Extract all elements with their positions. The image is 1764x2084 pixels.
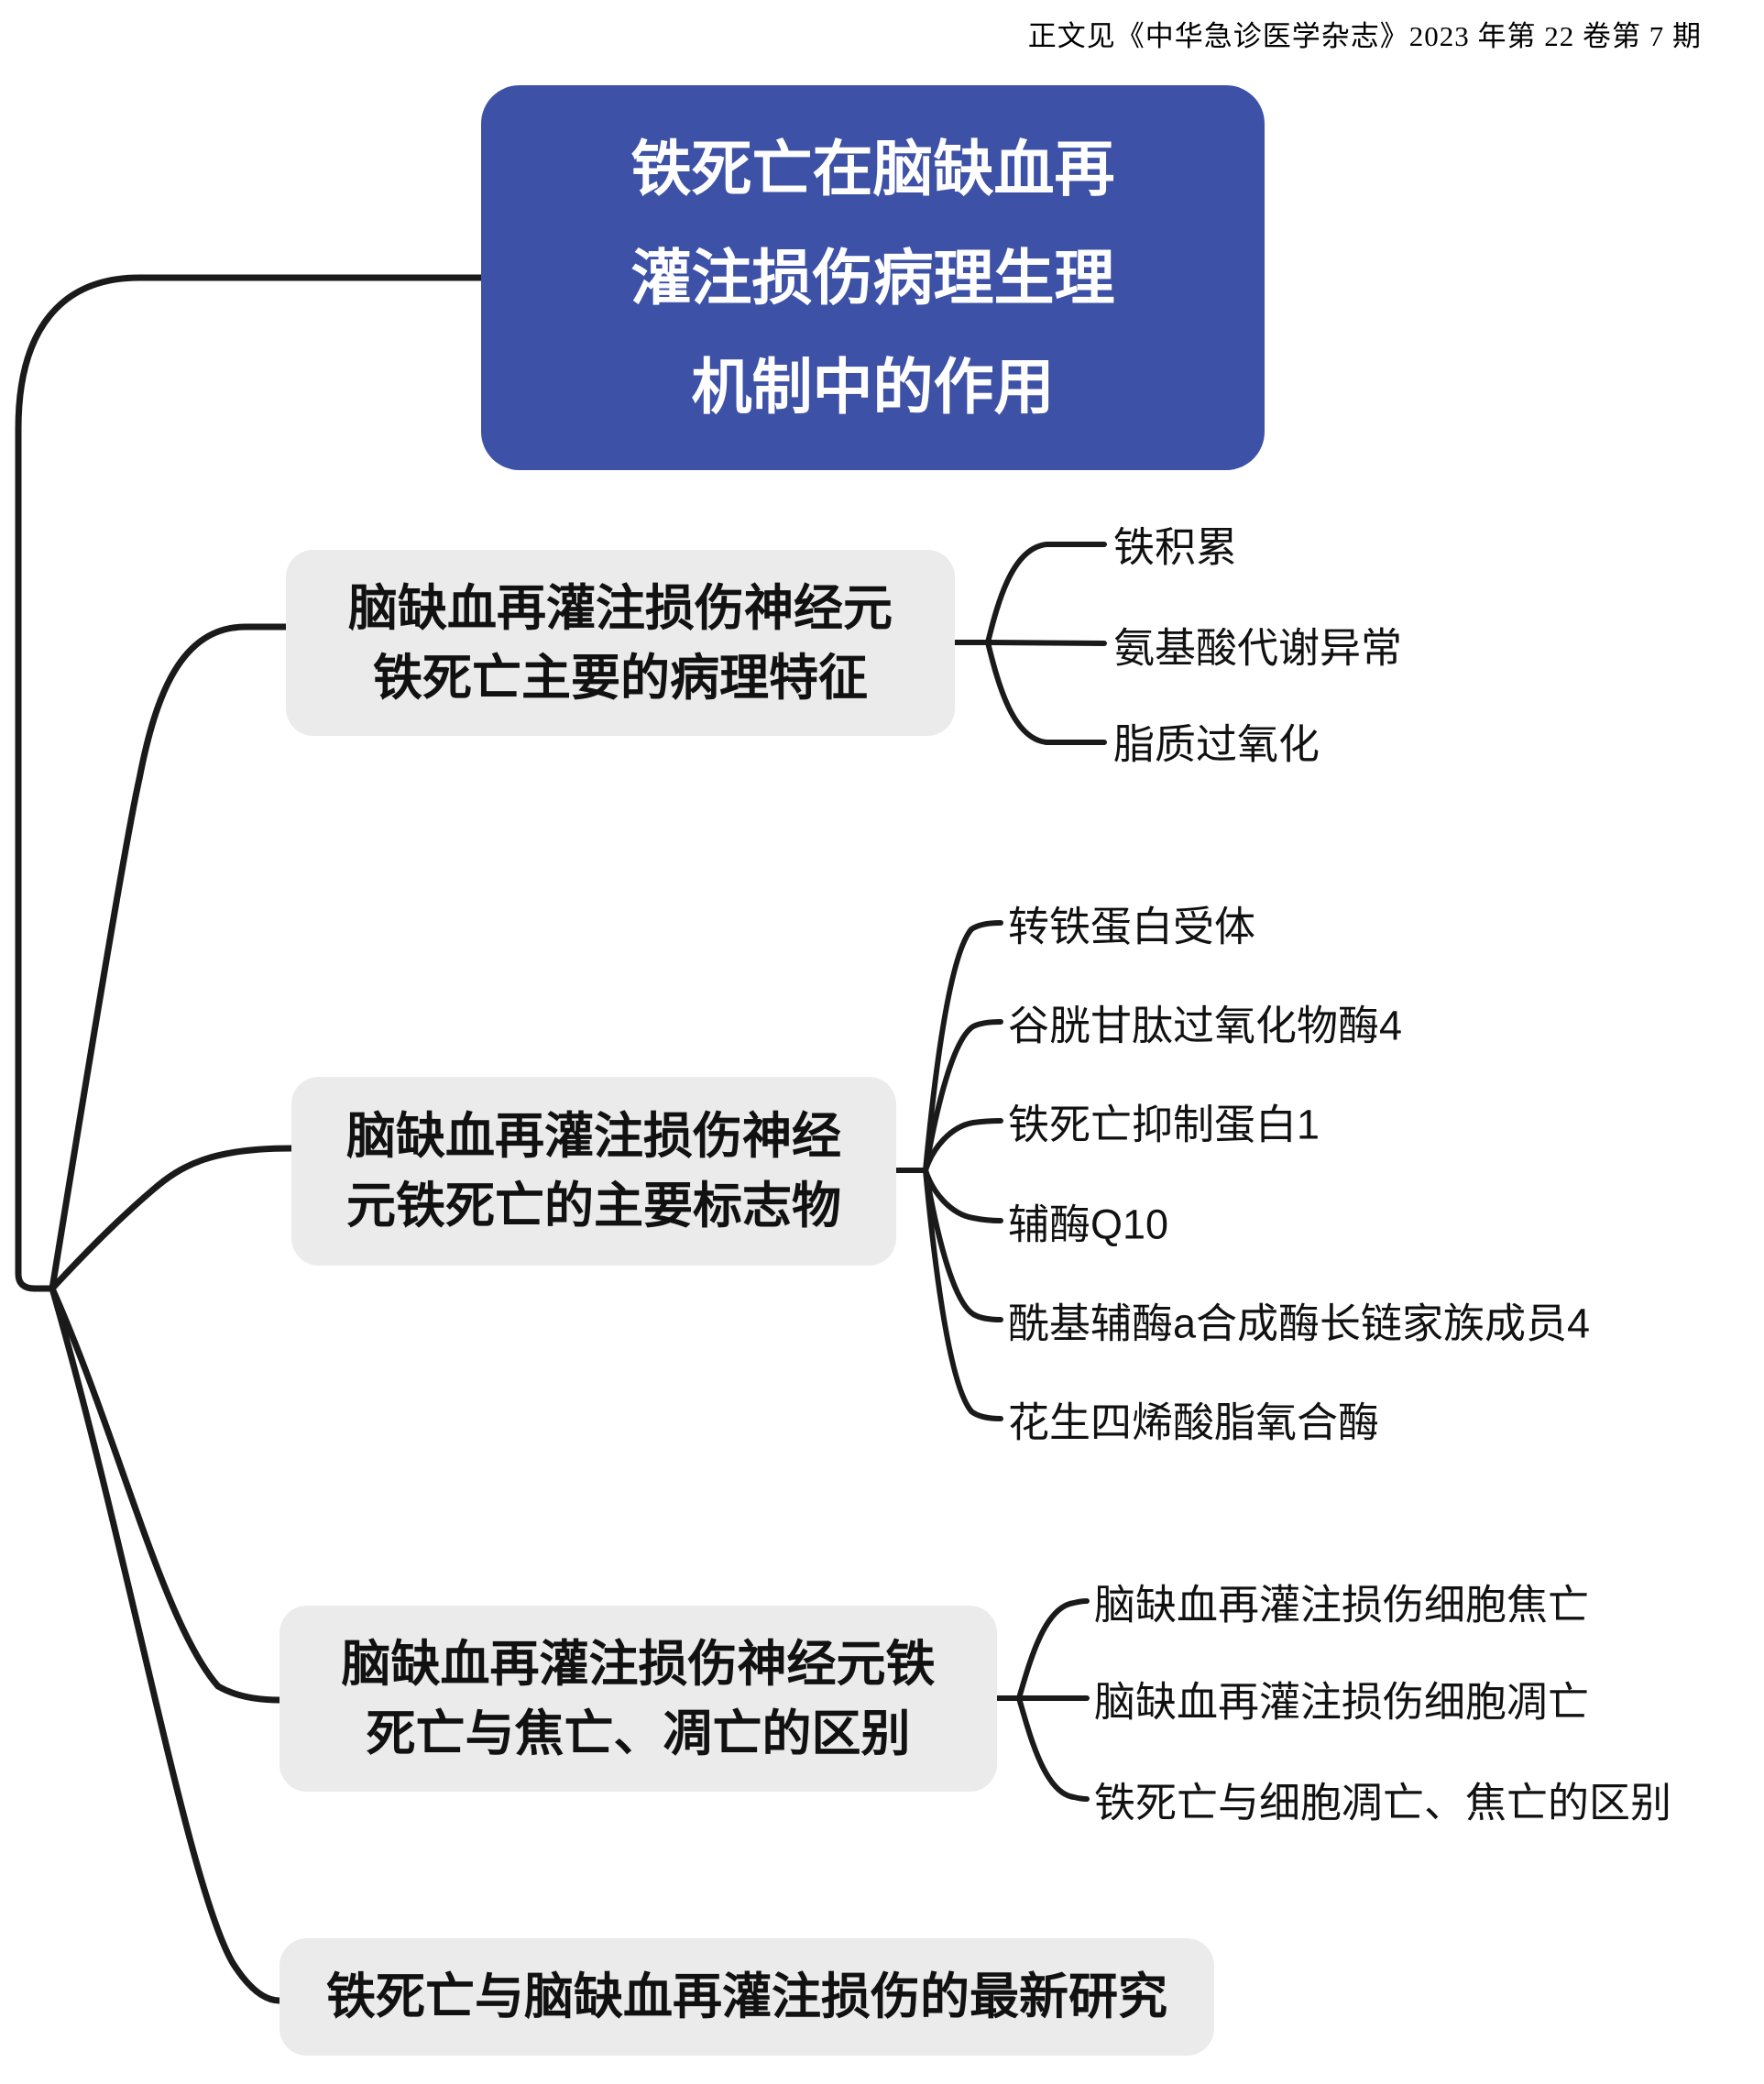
child-topic-label: 氨基酸代谢异常: [1113, 624, 1403, 672]
branch-topic-label: 死亡与焦亡、凋亡的区别: [366, 1706, 911, 1761]
branch-topic-latest-research: 铁死亡与脑缺血再灌注损伤的最新研究: [279, 1938, 1214, 2056]
branch-topic-label: 脑缺血再灌注损伤神经元: [348, 580, 893, 636]
child-topic-label: 辅酶Q10: [1008, 1201, 1169, 1248]
branch-topic-label: 铁死亡主要的病理特征: [373, 650, 868, 706]
fork-2-child-3: [923, 1118, 1003, 1173]
child-topic-label: 酰基辅酶a合成酶长链家族成员4: [1008, 1300, 1591, 1347]
branch-topic-pathological-features: 脑缺血再灌注损伤神经元 铁死亡主要的病理特征: [286, 550, 955, 736]
child-topic-label: 花生四烯酸脂氧合酶: [1008, 1398, 1380, 1446]
fork-3-child-1: [1016, 1598, 1090, 1701]
branch-topic-label: 铁死亡与脑缺血再灌注损伤的最新研究: [326, 1969, 1167, 2024]
fork-3-child-3: [1016, 1695, 1090, 1802]
child-topic-label: 谷胱甘肽过氧化物酶4: [1008, 1002, 1403, 1049]
root-topic-line: 灌注损伤病理生理: [630, 243, 1115, 312]
connector-branch-3: [49, 1285, 283, 1704]
root-topic-line: 铁死亡在脑缺血再: [630, 134, 1115, 203]
branch-topic-label: 脑缺血再灌注损伤神经: [346, 1109, 841, 1164]
fork-1-child-3: [985, 640, 1107, 745]
root-topic: 铁死亡在脑缺血再 灌注损伤病理生理 机制中的作用: [481, 85, 1265, 470]
child-topic-label: 脑缺血再灌注损伤细胞焦亡: [1094, 1581, 1590, 1629]
fork-2-child-5: [923, 1168, 1003, 1322]
child-topic-label: 铁死亡与细胞凋亡、焦亡的区别: [1094, 1779, 1672, 1826]
branch-topic-label: 元铁死亡的主要标志物: [346, 1179, 841, 1234]
child-topic-label: 铁死亡抑制蛋白1: [1008, 1101, 1320, 1148]
branch-topic-differences: 脑缺血再灌注损伤神经元铁 死亡与焦亡、凋亡的区别: [279, 1606, 997, 1792]
fork-2-child-6: [923, 1168, 1003, 1421]
connector-root-title: [15, 274, 485, 1292]
child-topic-label: 铁积累: [1113, 523, 1238, 571]
child-topic-label: 脑缺血再灌注损伤细胞凋亡: [1094, 1678, 1590, 1726]
branch-topic-main-markers: 脑缺血再灌注损伤神经 元铁死亡的主要标志物: [291, 1077, 896, 1266]
child-topic-label: 脂质过氧化: [1113, 720, 1320, 768]
root-topic-line: 机制中的作用: [691, 352, 1055, 421]
fork-1-child-2: [985, 640, 1107, 646]
fork-1-child-1: [985, 542, 1107, 645]
connector-branch-2: [49, 1145, 295, 1292]
fork-2-child-2: [923, 1019, 1003, 1173]
fork-2-child-1: [923, 920, 1003, 1173]
connector-branch-1: [49, 623, 290, 1292]
connector-branch-4: [49, 1285, 283, 2004]
fork-2-child-4: [923, 1168, 1003, 1223]
journal-citation: 正文见《中华急诊医学杂志》2023 年第 22 卷第 7 期: [1027, 20, 1702, 52]
branch-topic-label: 脑缺血再灌注损伤神经元铁: [341, 1636, 936, 1692]
child-topic-label: 转铁蛋白受体: [1008, 903, 1256, 950]
